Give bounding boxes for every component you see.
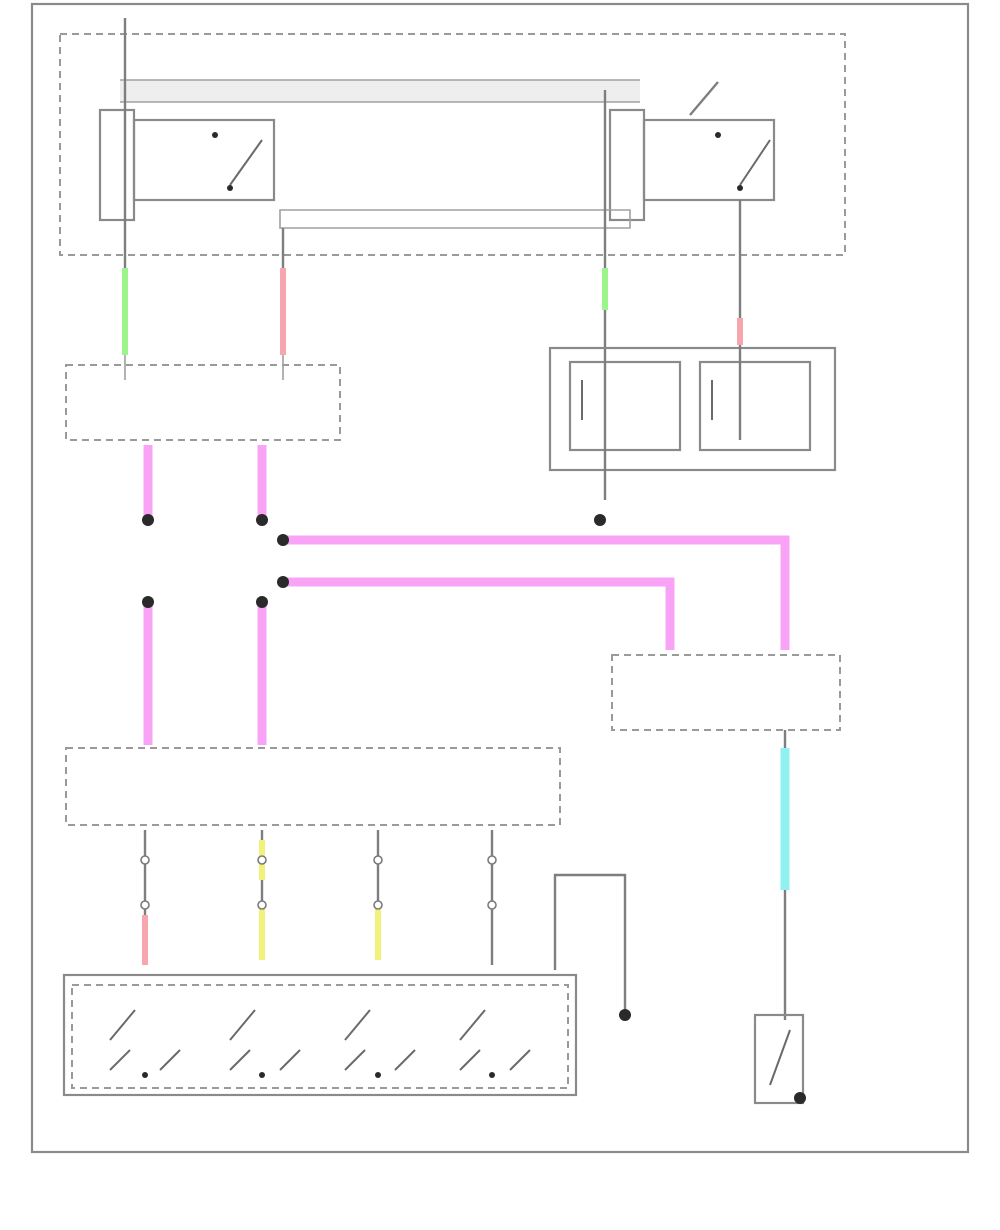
junction-node: [256, 596, 268, 608]
junction-node: [142, 514, 154, 526]
junction-node: [277, 534, 289, 546]
top-switch-module: [59, 33, 846, 256]
connector-box-upper: [65, 355, 341, 441]
junction-node: [256, 514, 268, 526]
connector-box-lower: [65, 747, 561, 826]
wire-pink-horizontal-1: [283, 535, 790, 650]
bottom-switch-module: [62, 973, 578, 1097]
junction-node: [142, 596, 154, 608]
diagram-frame: [30, 2, 970, 1154]
wire-pink-horizontal-2: [283, 577, 675, 650]
ground-node-upper: [594, 514, 606, 526]
junction-node: [277, 576, 289, 588]
control-unit-box: [548, 345, 837, 526]
connector-box-right: [611, 654, 841, 731]
ground-node-lower: [619, 1009, 631, 1021]
pedal-switch: [753, 1013, 806, 1105]
